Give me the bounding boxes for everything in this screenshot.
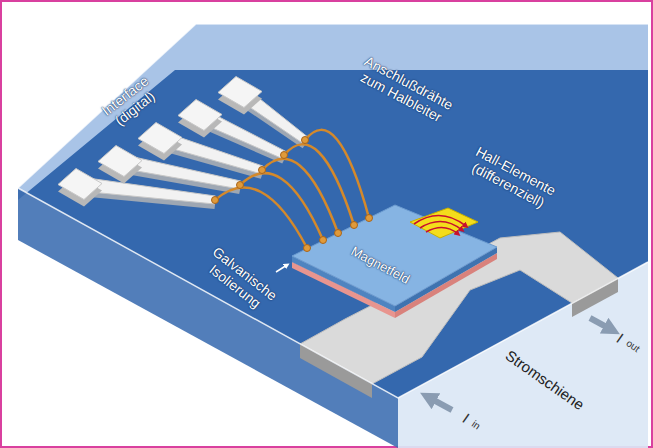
rail-end	[572, 278, 618, 317]
lid-edge	[18, 188, 648, 398]
lead-pad	[178, 100, 222, 131]
bond-wire	[284, 144, 354, 225]
lead-pad	[138, 123, 182, 154]
bond-dot	[237, 182, 244, 189]
bond-wire	[305, 130, 369, 218]
lid-edge	[18, 24, 648, 188]
bond-dot	[259, 167, 266, 174]
lead-pad	[98, 146, 142, 177]
hall-element	[410, 208, 478, 238]
lead-pad	[58, 169, 102, 200]
rail-end	[300, 344, 372, 398]
field-arrow	[420, 221, 462, 230]
lead-pad	[218, 77, 262, 108]
bond-wire	[215, 188, 307, 249]
package-front-face	[398, 262, 648, 448]
rail-label: Stromschiene	[502, 347, 587, 414]
bond-wire	[240, 173, 323, 240]
pointer-arrow	[276, 265, 287, 272]
current-arrow	[428, 397, 452, 410]
field-label: Magnetfeld	[348, 244, 412, 287]
bond-dot	[281, 152, 288, 159]
bond-dot	[351, 222, 358, 229]
current-subscript: in	[470, 418, 483, 432]
bond-dot	[302, 137, 309, 144]
package-front-face	[18, 188, 398, 448]
bond-dot	[335, 230, 342, 237]
bond-wire	[262, 159, 338, 233]
wire-label: Anschlußdrähte zum Halbleiter	[348, 49, 462, 130]
current-subscript: out	[624, 337, 642, 354]
interface-label: Interface (digital)	[89, 65, 172, 140]
semiconductor-chip	[292, 205, 497, 306]
field-arrow	[426, 227, 458, 234]
isolation-label: Galvanische Isolierung	[194, 239, 286, 321]
bond-dot	[366, 215, 373, 222]
current-arrow	[590, 318, 612, 330]
hall-element-label: Hall-Elemente (differenziell)	[457, 138, 567, 217]
bond-dot	[320, 237, 327, 244]
bond-dot	[212, 197, 219, 204]
bond-dot	[304, 245, 311, 252]
